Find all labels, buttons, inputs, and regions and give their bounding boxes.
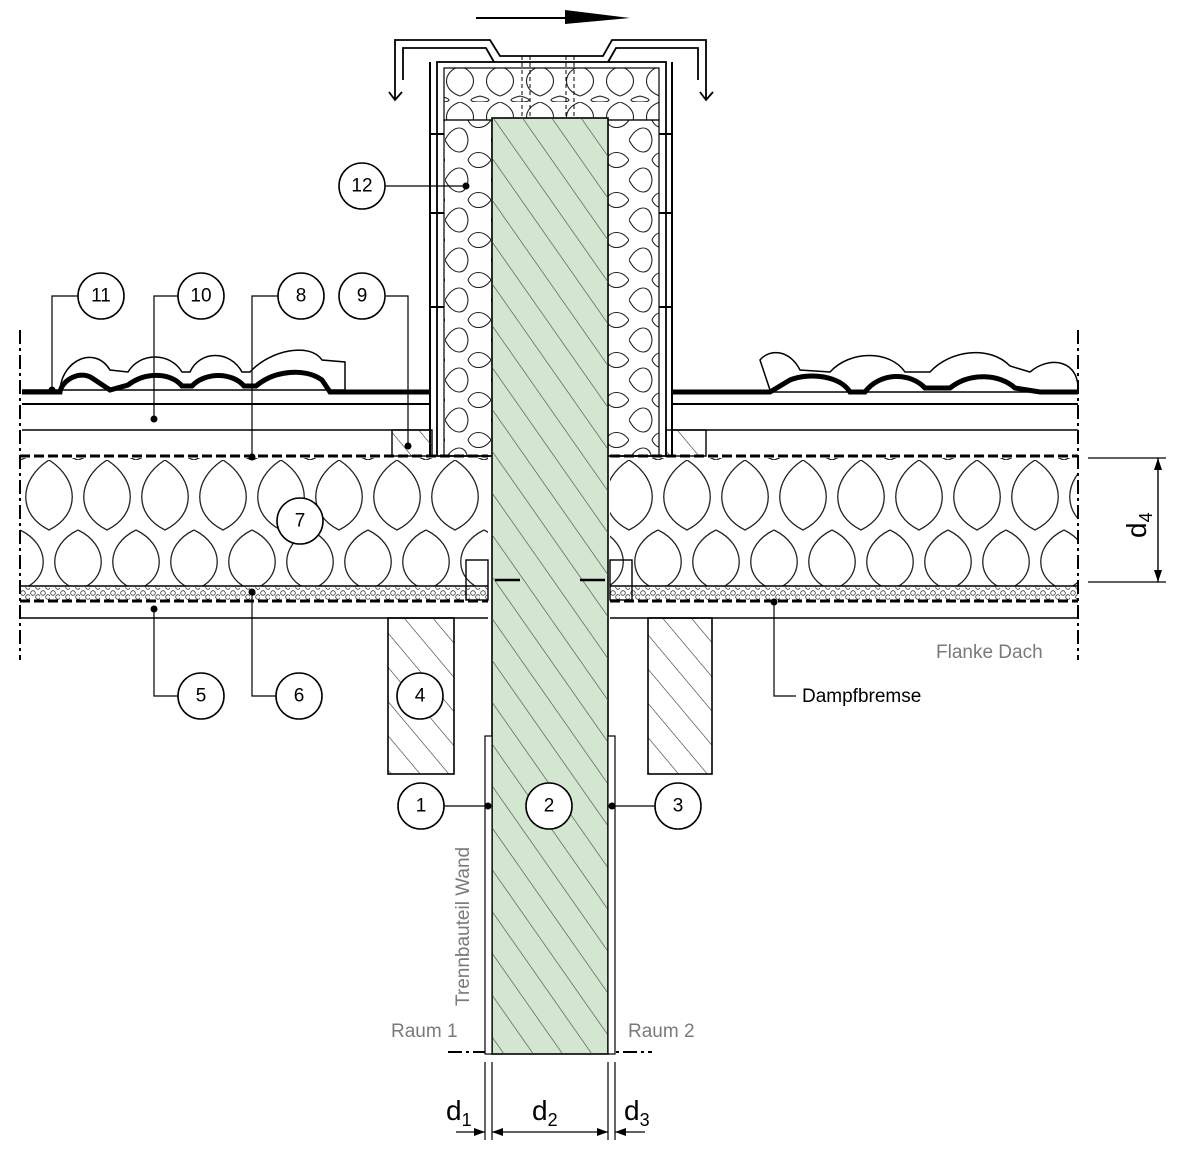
separating-wall	[484, 117, 616, 1055]
callout-12: 12	[338, 162, 386, 210]
d3-label: d	[624, 1095, 640, 1126]
callout-9-number: 9	[357, 286, 368, 307]
d2-sub: 2	[548, 1110, 558, 1130]
callout-4-number: 4	[415, 686, 426, 707]
callout-5-number: 5	[196, 686, 207, 707]
callout-1: 1	[397, 782, 445, 830]
label-trennbauteil: Trennbauteil Wand	[453, 847, 474, 1006]
svg-text:d4: d4	[1121, 512, 1156, 538]
upstand-box	[429, 56, 673, 457]
callout-2: 2	[525, 782, 573, 830]
dimension-bottom: d1 d2 d3	[446, 1062, 650, 1140]
d1-label: d	[446, 1095, 462, 1126]
d3-sub: 3	[640, 1110, 650, 1130]
d2-label: d	[532, 1095, 548, 1126]
callout-10-number: 10	[190, 286, 211, 307]
callout-4: 4	[396, 672, 444, 720]
roof-insulation	[20, 454, 1078, 619]
callout-3: 3	[654, 782, 702, 830]
leader-lines	[48, 182, 796, 810]
dimension-d4: d4	[1088, 457, 1166, 583]
callout-8: 8	[277, 272, 325, 320]
callout-11: 11	[77, 272, 125, 320]
callout-2-number: 2	[544, 796, 555, 817]
d4-label: d	[1121, 522, 1152, 538]
callout-7: 7	[276, 497, 324, 545]
callout-3-number: 3	[673, 796, 684, 817]
label-raum1: Raum 1	[391, 1021, 458, 1042]
callout-8-number: 8	[296, 286, 307, 307]
label-dampfbremse: Dampfbremse	[802, 686, 921, 707]
cap-flashing	[388, 39, 714, 102]
callout-1-number: 1	[416, 796, 427, 817]
callout-5: 5	[177, 672, 225, 720]
svg-text:d2: d2	[532, 1095, 558, 1130]
callout-6: 6	[275, 672, 323, 720]
label-raum2: Raum 2	[628, 1021, 695, 1042]
callout-9: 9	[338, 272, 386, 320]
direction-arrow	[476, 10, 630, 24]
d4-sub: 4	[1136, 512, 1156, 522]
callout-10: 10	[177, 272, 225, 320]
callout-11-number: 11	[91, 286, 111, 307]
roof-tiles-right	[665, 351, 1079, 457]
label-flanke-dach: Flanke Dach	[936, 642, 1043, 663]
d1-sub: 1	[462, 1110, 472, 1130]
callout-7-number: 7	[295, 511, 306, 532]
callout-12-number: 12	[351, 176, 372, 197]
svg-text:d1: d1	[446, 1095, 472, 1130]
roof-tiles-left	[22, 349, 433, 457]
callout-6-number: 6	[294, 686, 305, 707]
svg-text:d3: d3	[624, 1095, 650, 1130]
